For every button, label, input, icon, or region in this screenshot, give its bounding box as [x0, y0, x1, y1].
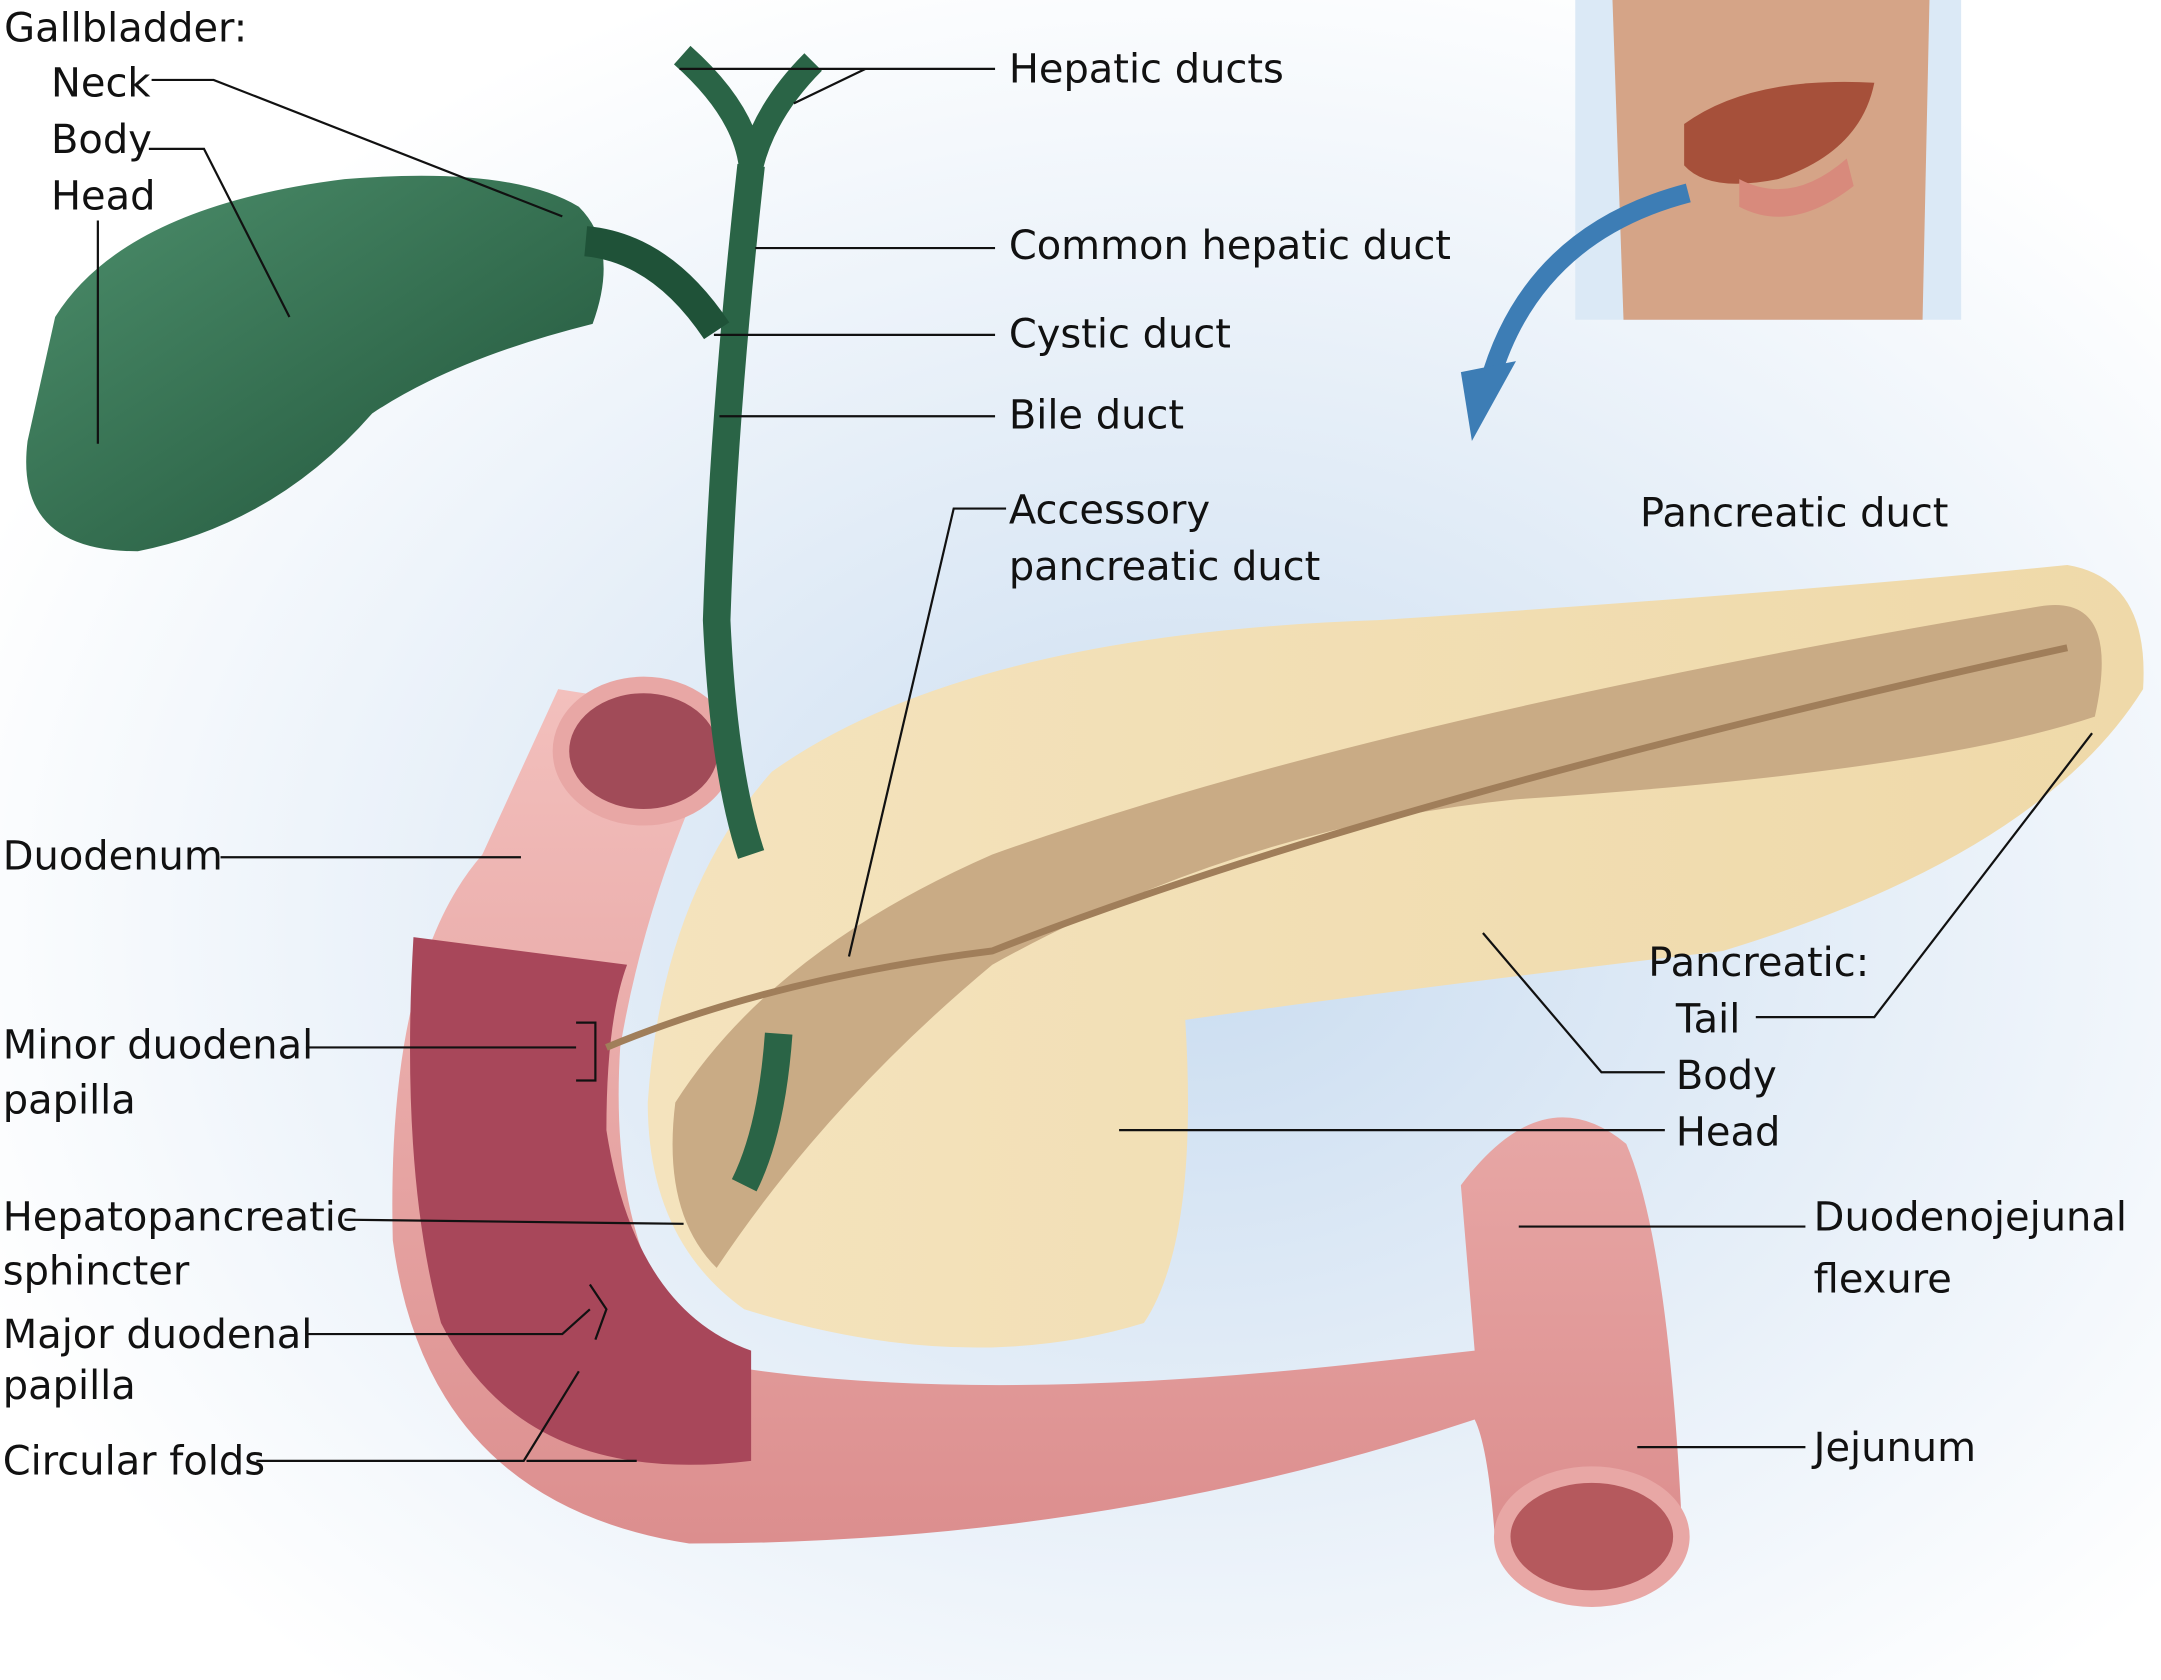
label-major-papilla-line1: Major duodenal	[3, 1312, 313, 1358]
label-pancreatic: Pancreatic:	[1648, 940, 1869, 986]
cystic-duct-shape	[583, 226, 730, 340]
duodenum-shape	[392, 676, 1690, 1607]
pancreas-shape	[605, 565, 2144, 1348]
label-gallbladder-head: Head	[51, 173, 155, 219]
label-hepatopancreatic-line2: sphincter	[3, 1248, 190, 1294]
label-pancreatic-head: Head	[1676, 1109, 1780, 1155]
label-minor-papilla-line1: Minor duodenal	[3, 1022, 313, 1068]
label-gallbladder-body: Body	[51, 117, 152, 163]
gallbladder-shape	[26, 175, 604, 552]
label-pancreatic-body: Body	[1676, 1053, 1777, 1099]
label-major-papilla-line2: papilla	[3, 1363, 136, 1409]
leader-lines	[96, 67, 2093, 1462]
label-duodenum: Duodenum	[3, 834, 223, 880]
label-hepatic-ducts: Hepatic ducts	[1009, 47, 1284, 93]
label-jejunum: Jejunum	[1811, 1425, 1976, 1471]
label-duodenojejunal-line2: flexure	[1814, 1257, 1952, 1303]
label-pancreatic-duct: Pancreatic duct	[1640, 490, 1948, 536]
label-duodenojejunal-line1: Duodenojejunal	[1814, 1195, 2127, 1241]
label-pancreatic-tail: Tail	[1675, 996, 1740, 1042]
label-bile-duct: Bile duct	[1009, 393, 1184, 439]
label-hepatopancreatic-line1: Hepatopancreatic	[3, 1195, 358, 1241]
label-common-hepatic-duct: Common hepatic duct	[1009, 223, 1451, 269]
label-gallbladder: Gallbladder:	[4, 5, 247, 51]
bile-duct-shape	[702, 163, 793, 1192]
label-gallbladder-neck: Neck	[51, 60, 151, 106]
torso-inset-image	[1575, 0, 1962, 320]
hepatic-ducts-shape	[673, 45, 822, 169]
label-cystic-duct: Cystic duct	[1009, 311, 1231, 357]
arrowhead-icon	[1460, 361, 1517, 442]
label-circular-folds: Circular folds	[3, 1439, 265, 1485]
label-minor-papilla-line2: papilla	[3, 1078, 136, 1124]
label-accessory-line1: Accessory	[1009, 488, 1210, 534]
arrow-icon	[1479, 183, 1691, 389]
label-accessory-line2: pancreatic duct	[1009, 544, 1321, 590]
